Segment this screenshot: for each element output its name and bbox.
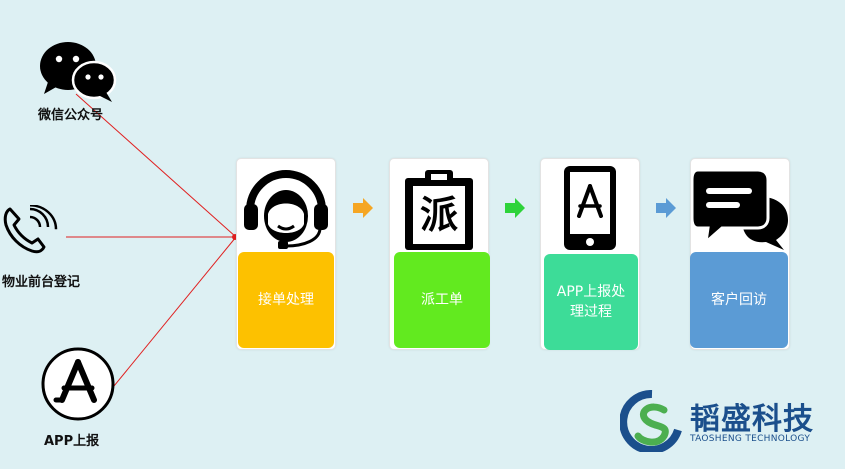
source-label-wechat: 微信公众号 (38, 108, 104, 123)
brand-name-cn: 韬盛科技 (690, 402, 814, 437)
flow-arrow-1 (353, 198, 373, 218)
wechat-icon (40, 42, 117, 102)
mobile-app-icon (564, 166, 616, 250)
step-label-followup: 客户回访 (711, 292, 767, 308)
step-label-dispatch: 派工单 (421, 292, 463, 308)
headset-agent-icon (244, 170, 328, 249)
flow-arrow-3 (656, 198, 676, 218)
dispatch-char: 派 (419, 193, 458, 237)
clipboard-dispatch-icon: 派 (401, 168, 477, 252)
step-label-app-process: APP上报处理过程 (556, 284, 626, 320)
source-label-app: APP上报 (44, 434, 100, 449)
connector-wechat (75, 93, 237, 238)
app-store-icon (41, 347, 115, 421)
source-wechat: 微信公众号 (38, 40, 120, 123)
brand-name-en: TAOSHENG TECHNOLOGY (690, 434, 811, 444)
connector-app (113, 236, 237, 387)
step-box-app-process: APP上报处理过程 (544, 254, 638, 350)
step-box-followup: 客户回访 (690, 252, 788, 348)
step-box-dispatch: 派工单 (394, 252, 490, 348)
step-label-receive: 接单处理 (258, 292, 314, 308)
source-label-phone: 物业前台登记 (2, 275, 81, 290)
source-app: APP上报 (40, 346, 120, 449)
flow-arrow-2 (505, 198, 525, 218)
source-phone: 物业前台登记 (2, 205, 112, 290)
chat-bubbles-icon (692, 168, 788, 250)
phone-icon (3, 205, 58, 254)
taosheng-logo (620, 390, 682, 452)
step-box-receive: 接单处理 (238, 252, 334, 348)
